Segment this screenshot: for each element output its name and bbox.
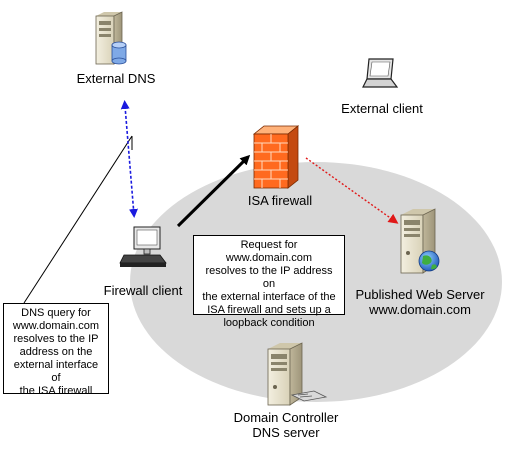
external-dns-label: External DNS bbox=[76, 71, 156, 86]
dns-callout-line: the ISA firewall bbox=[19, 385, 93, 397]
dns-query-callout: DNS query for www.domain.com resolves to… bbox=[3, 303, 109, 397]
request-callout: Request for www.domain.com resolves to t… bbox=[193, 235, 345, 329]
web-server-label: Published Web Server www.domain.com bbox=[348, 287, 492, 317]
dns-query-arrow bbox=[120, 100, 138, 218]
dns-callout-line: resolves to the IP bbox=[13, 333, 99, 345]
request-callout-line: Request for www.domain.com bbox=[225, 239, 313, 264]
isa-firewall-label: ISA firewall bbox=[247, 193, 313, 208]
laptop-icon bbox=[362, 58, 399, 88]
request-callout-line: resolves to the IP address on bbox=[205, 265, 333, 290]
request-callout-line: ISA firewall and sets up a bbox=[207, 304, 331, 316]
dns-callout-line: DNS query for bbox=[21, 307, 91, 319]
request-arrow bbox=[176, 154, 251, 228]
dns-callout-line: www.domain.com bbox=[12, 320, 100, 332]
dns-callout-line: external interface of bbox=[13, 359, 99, 384]
domain-controller-title: Domain Controller bbox=[233, 410, 339, 425]
desktop-computer-icon bbox=[119, 226, 167, 267]
domain-controller-label: Domain Controller DNS server bbox=[228, 410, 344, 440]
server-with-database-icon bbox=[95, 11, 127, 65]
request-callout-line: loopback condition bbox=[223, 317, 315, 329]
dns-server-title: DNS server bbox=[252, 425, 320, 440]
firewall-client-label: Firewall client bbox=[103, 283, 183, 298]
loopback-arrow bbox=[305, 157, 399, 224]
server-with-globe-icon bbox=[400, 208, 440, 274]
dns-callout-line: address on the bbox=[19, 346, 93, 358]
request-callout-line: the external interface of the bbox=[202, 291, 336, 303]
external-client-label: External client bbox=[341, 101, 423, 116]
web-server-host: www.domain.com bbox=[369, 302, 471, 317]
web-server-title: Published Web Server bbox=[355, 287, 485, 302]
server-icon bbox=[267, 342, 328, 406]
brick-firewall-icon bbox=[252, 125, 300, 189]
dns-callout-leader bbox=[23, 135, 133, 304]
